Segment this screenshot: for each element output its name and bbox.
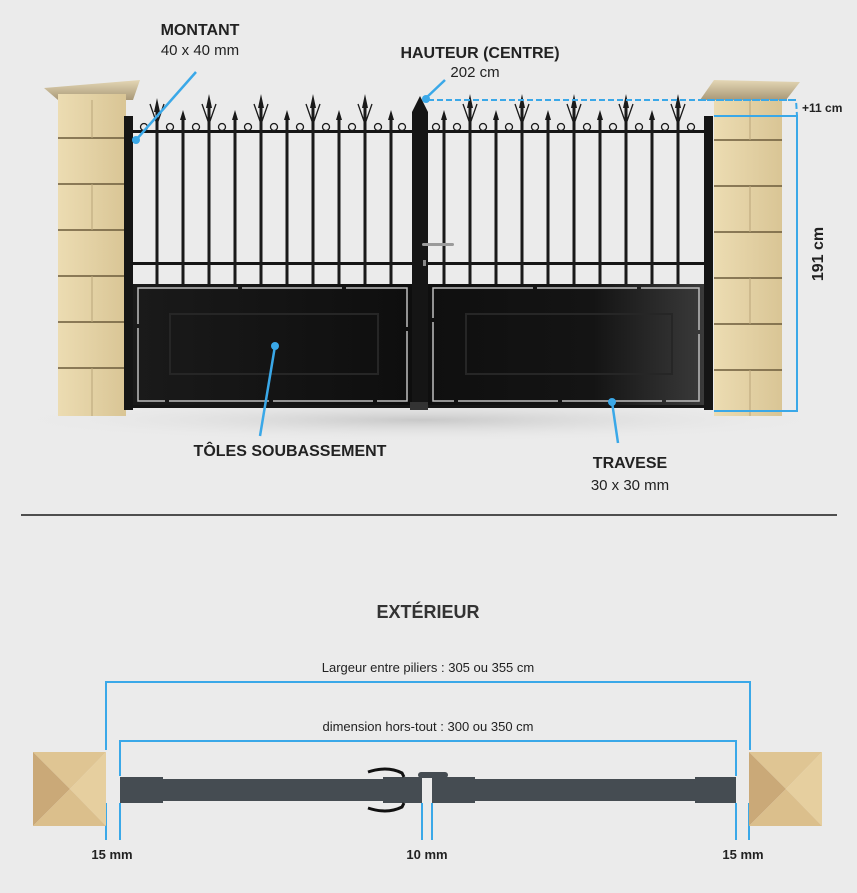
montant-size: 40 x 40 mm <box>160 42 240 59</box>
callout-lines <box>135 71 798 444</box>
extra-height-label: +11 cm <box>802 101 843 115</box>
overall-dimension-label: dimension hors-tout : 300 ou 350 cm <box>322 719 534 734</box>
gap-right-label: 15 mm <box>722 847 764 862</box>
travese-size: 30 x 30 mm <box>590 477 670 494</box>
pillar-plan-right <box>749 752 822 826</box>
travese-title: TRAVESE <box>592 455 668 472</box>
gap-left-label: 15 mm <box>91 847 133 862</box>
gate-pickets <box>155 108 680 285</box>
scroll-ornaments <box>139 103 696 132</box>
width-between-pillars-label: Largeur entre piliers : 305 ou 355 cm <box>321 660 535 675</box>
side-height-label: 191 cm <box>810 226 827 282</box>
gap-center-label: 10 mm <box>406 847 448 862</box>
right-pillar <box>700 80 800 416</box>
plan-handle <box>367 767 406 813</box>
toles-title: TÔLES SOUBASSEMENT <box>193 443 387 460</box>
spear-tips <box>154 94 681 120</box>
gate-leaves-plan <box>120 772 736 803</box>
pillar-plan-left <box>33 752 106 826</box>
left-pillar <box>44 80 140 416</box>
callout-dots <box>132 95 616 406</box>
plan-dimension-lines <box>105 681 751 840</box>
plan-title: EXTÉRIEUR <box>376 602 480 622</box>
bottom-panel-right <box>428 284 704 405</box>
gate-handle <box>410 243 454 410</box>
montant-title: MONTANT <box>160 22 240 39</box>
hauteur-size: 202 cm <box>450 64 500 81</box>
hauteur-title: HAUTEUR (CENTRE) <box>400 45 560 62</box>
